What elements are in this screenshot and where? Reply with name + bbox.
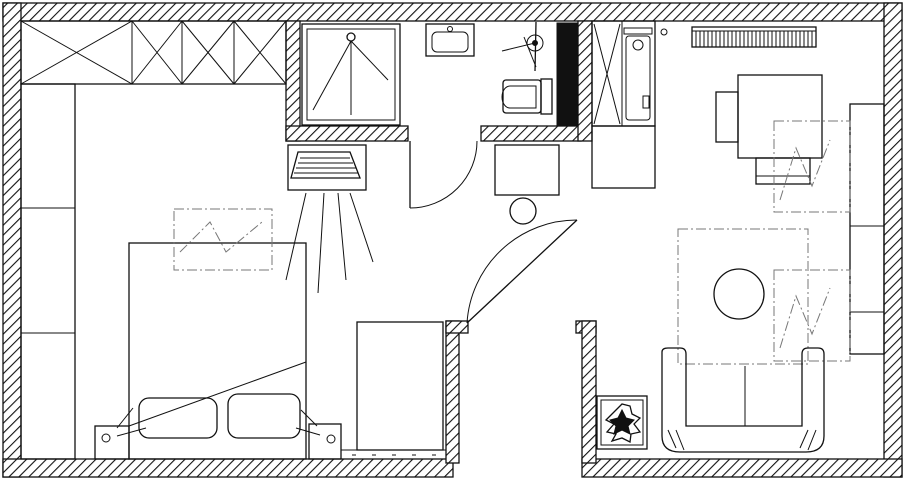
- west-wall: [2, 2, 22, 478]
- towel-rail: [501, 21, 544, 72]
- entrance-door: [466, 219, 578, 324]
- east-wall: [883, 2, 903, 478]
- nightstand-left: [94, 407, 147, 460]
- shower-head: [346, 32, 356, 42]
- ceiling-light-bedroom: [173, 208, 273, 271]
- desk-stool: [755, 157, 811, 185]
- shower: [301, 23, 401, 126]
- ceiling-light-sofa: [773, 269, 851, 362]
- washbasin: [425, 23, 475, 57]
- rug: [677, 228, 809, 365]
- interior-walls: [285, 20, 597, 464]
- bathroom-south-wall-left: [285, 125, 409, 142]
- toilet: [501, 78, 553, 115]
- sofa: [661, 347, 825, 453]
- corridor-jamb-left: [445, 320, 469, 334]
- table-lamp: [101, 433, 111, 443]
- corridor-east-wall: [581, 320, 597, 464]
- ceiling-light-desk: [773, 120, 851, 213]
- potted-plant: [596, 395, 648, 450]
- south-wall-east: [581, 458, 903, 478]
- radiator: [691, 26, 817, 48]
- desk: [737, 74, 823, 159]
- corridor-west-wall: [445, 320, 460, 464]
- desk-chair: [715, 91, 739, 143]
- south-wall-west: [2, 458, 454, 478]
- round-table: [713, 268, 765, 320]
- wardrobe: [20, 20, 287, 460]
- bathroom-west-wall: [285, 20, 301, 142]
- fridge: [591, 125, 656, 189]
- ceiling-lamp-corridor: [509, 197, 537, 225]
- bathroom-partition: [556, 22, 578, 127]
- nightstand-right: [295, 409, 342, 460]
- kitchen-worktop: [591, 20, 656, 127]
- shoe-cabinet: [340, 321, 447, 460]
- kitchen-sink: [623, 27, 668, 121]
- coat-cabinet: [494, 144, 560, 196]
- bed-pillow-right: [227, 393, 301, 439]
- bathroom-south-wall-right: [480, 125, 582, 142]
- bed-frame: [128, 242, 307, 460]
- north-wall: [2, 2, 903, 22]
- bed-pillow-left: [138, 397, 218, 439]
- double-bed: [128, 242, 307, 460]
- bookshelf: [849, 103, 885, 355]
- wardrobe-top-block: [20, 20, 287, 85]
- wardrobe-side-block: [20, 83, 76, 460]
- wall-tv: [285, 144, 374, 294]
- bathroom-door: [409, 140, 478, 209]
- bathroom-east-wall: [577, 20, 593, 142]
- table-lamp: [326, 434, 336, 444]
